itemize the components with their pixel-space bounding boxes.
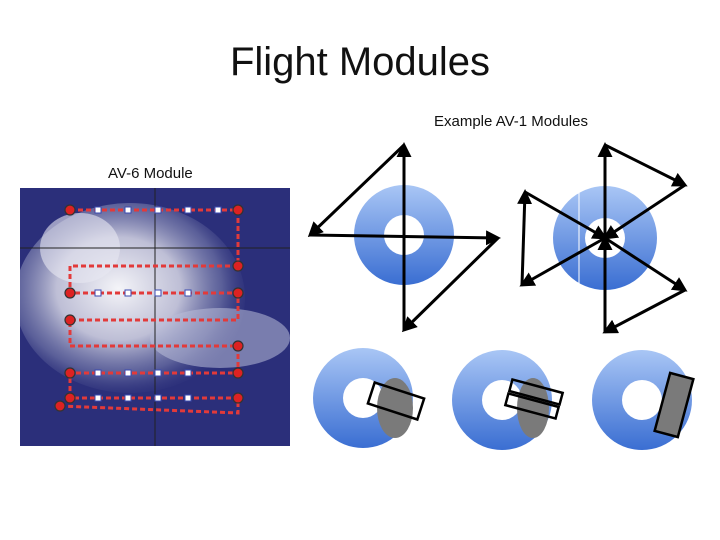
- sensor-box: [653, 371, 695, 439]
- av1-modules-label: Example AV-1 Modules: [434, 113, 588, 130]
- flight-path-markers: [94, 206, 222, 402]
- page-title: Flight Modules: [229, 40, 491, 84]
- ring-hole: [622, 380, 662, 420]
- flight-path: [59, 208, 240, 415]
- av6-module-label: AV-6 Module: [108, 165, 193, 182]
- av1-modules-diagram: [307, 142, 695, 450]
- av1-module-bottom-2: [452, 350, 565, 450]
- av1-module-top-right: [517, 142, 688, 334]
- av1-module-bottom-1: [313, 348, 426, 448]
- storm-band: [150, 308, 290, 368]
- av6-flight-path-image: [20, 188, 290, 446]
- sensor-overlay: [517, 378, 549, 438]
- flight-path-waypoints: [54, 204, 244, 412]
- sensor-box: [366, 380, 426, 422]
- av1-module-bottom-3: [592, 350, 695, 450]
- ring-hole: [482, 380, 522, 420]
- av1-module-top-left: [307, 142, 501, 333]
- sensor-stack: [503, 377, 565, 421]
